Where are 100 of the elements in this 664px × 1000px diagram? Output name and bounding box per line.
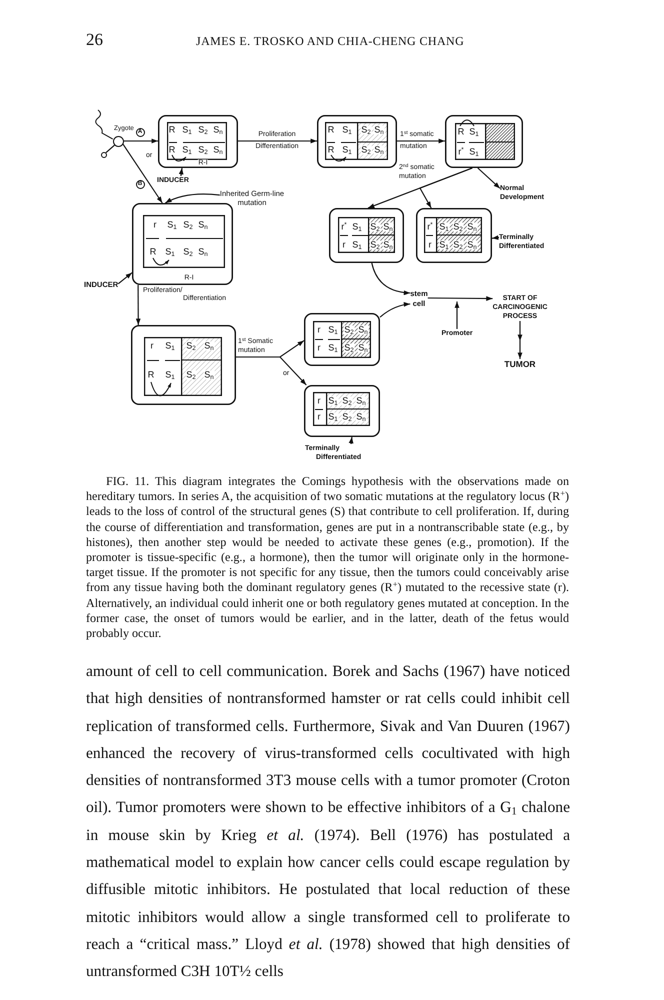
gene-label: S$_{1}$ [328, 412, 338, 422]
body-text: amount of cell to cell communication. Borek and Sachs (1967) have noticed that high densities of nontransformed hamster or rat cells could inhibit cell replication of transformed cells. Furthermore, Sivak and Van Duuren (1967) enhanced the recovery of virus-transformed cells cocultivated with high densities of nontransformed 3T3 mouse cells with a tumor promoter (Croton oil). Tumor promoters were shown to be effective inhibitors of a G$_{1}$ chalone in mouse skin by Krieg et al. (1974). Bell (1976) has postulated a mathematical model to explain how cancer cells could escape regulation by diffusible mitotic inhibitors. He postulated that local reduction of these mitotic inhibitors would allow a single transformed cell to proliferate to reach a “critical mass.” Lloyd et al. (1978) showed that high densities of untransformed C3H 10T½ cells [86, 662, 570, 982]
gene-label: S$_{1}$ [342, 146, 352, 154]
gene-label: S$_{2}$ [342, 396, 352, 406]
gene-label: S$_{2}$ [198, 126, 208, 134]
cell-box [158, 115, 238, 168]
gene-label: r [428, 240, 432, 250]
gene-label: R [149, 248, 157, 256]
arrow [380, 302, 410, 318]
gene-label: S$_{1}$ [164, 248, 176, 256]
gene-label: r$^{*}$ [340, 222, 348, 232]
gene-label: S$_{2}$ [198, 146, 208, 154]
arrow [454, 302, 460, 329]
arrow [428, 296, 493, 301]
gene-label: S$_{2}$ [370, 222, 380, 232]
gene-label: S$_{1}$ [182, 126, 192, 134]
gene-label: R [327, 146, 335, 154]
gene-label: S$_{1}$ [468, 128, 480, 136]
arrow [124, 138, 158, 144]
arrow [236, 356, 307, 386]
cell-box [131, 325, 236, 405]
gene-label: S$_{2}$ [186, 370, 196, 380]
gene-label: S$_{2}$ [370, 240, 380, 250]
arrow [348, 436, 354, 444]
gene-label: R [457, 128, 465, 136]
gene-label: S$_{n}$ [374, 126, 384, 134]
gene-label: S$_{n}$ [356, 412, 366, 422]
arrow [419, 167, 472, 208]
cell-box [416, 208, 492, 263]
gene-label: S$_{n}$ [198, 248, 208, 256]
arrow [136, 285, 141, 325]
gene-label: S$_{n}$ [466, 222, 478, 232]
gene-label: S$_{n}$ [374, 146, 384, 154]
arrow [165, 194, 220, 204]
gene-label: S$_{1}$ [342, 126, 352, 134]
gene-label: r [317, 326, 321, 334]
gene-label: S$_{2}$ [344, 326, 354, 334]
arrow [518, 321, 522, 359]
gene-label: S$_{1}$ [438, 222, 450, 232]
running-head: JAMES E. TROSKO AND CHIA-CHENG CHANG [196, 34, 464, 48]
gene-label: r [150, 342, 154, 350]
gene-label: S$_{1}$ [328, 344, 338, 352]
gene-label: S$_{2}$ [452, 222, 464, 232]
gene-label: S$_{2}$ [182, 220, 194, 230]
gene-label: r [153, 220, 157, 230]
gene-label: S$_{n}$ [382, 240, 394, 250]
cell-box [304, 313, 380, 366]
gene-label: S$_{n}$ [358, 344, 368, 352]
gene-label: S$_{2}$ [452, 240, 464, 250]
cell-box [445, 115, 523, 168]
gene-label: R [168, 146, 176, 154]
gene-label: r [317, 396, 321, 406]
small-circle [101, 152, 107, 158]
gene-label: S$_{1}$ [468, 148, 480, 156]
arrow [397, 138, 445, 144]
gene-label: S$_{2}$ [360, 146, 372, 154]
arrow [371, 262, 410, 295]
connector-line [106, 144, 115, 154]
gene-label: S$_{n}$ [382, 222, 394, 232]
arrow [122, 144, 163, 204]
arrow [118, 272, 132, 284]
gene-label: R [147, 370, 155, 380]
page-number: 26 [86, 30, 103, 49]
gene-label: r$^{*}$ [458, 148, 464, 156]
gene-label: R [327, 126, 335, 134]
figure-caption: FIG. 11. This diagram integrates the Comings hypothesis with the observations made on hereditary tumors. In series A, the acquisition of two somatic mutations at the regulatory locus (R$^{+}$) leads to the loss of control of the structural genes (S) that contribute to cell proliferation. If, during the course of differentiation and transformation, genes are put in a nontranscribable state (e.g., by histones), then another step would be needed to activate these genes (e.g., promotion). If the promoter is tissue-specific (e.g., a hormone), then the tumor will originate only in the hormone-target tissue. If the promoter is not specific for any tissue, then the tumors could conceivably arise from any tissue having both the dominant regulatory genes (R$^{+}$) mutated to the recessive state (r). Alternatively, an individual could inherit one or both regulatory genes mutated at conception. In the former case, the onset of tumors would be earlier, and in the latter, death of the fetus would probably occur. [86, 474, 569, 642]
gene-label: S$_{1}$ [438, 240, 450, 250]
gene-label: S$_{n}$ [204, 370, 214, 380]
tumor-label: TUMOR [504, 359, 536, 370]
gene-label: S$_{1}$ [166, 220, 178, 230]
arrow [178, 168, 184, 176]
gene-label: r$^{*}$ [426, 222, 434, 232]
gene-label: S$_{2}$ [342, 412, 352, 422]
gene-label: S$_{1}$ [352, 222, 362, 232]
cell-box [304, 385, 380, 437]
gene-label: S$_{n}$ [212, 126, 224, 134]
gene-label: S$_{n}$ [212, 146, 224, 154]
arrow [477, 168, 500, 189]
gene-label: r [342, 240, 346, 250]
gene-label: S$_{2}$ [182, 248, 194, 256]
gene-label: S$_{n}$ [356, 396, 366, 406]
cell-circle [112, 136, 124, 146]
gene-label: S$_{2}$ [344, 344, 354, 352]
gene-label: S$_{n}$ [204, 342, 214, 350]
gene-label: R [168, 126, 176, 134]
gene-label: S$_{1}$ [164, 342, 176, 350]
cell-box [317, 115, 397, 168]
gene-label: S$_{n}$ [358, 326, 368, 334]
gene-label: S$_{2}$ [186, 342, 196, 350]
cell-box [329, 208, 404, 263]
gene-label: S$_{1}$ [328, 326, 338, 334]
cell-box [132, 203, 233, 285]
gene-label: r [317, 344, 321, 352]
gene-label: S$_{1}$ [182, 146, 192, 154]
arrow [492, 235, 500, 240]
gene-label: S$_{2}$ [360, 126, 372, 134]
gene-label: S$_{n}$ [466, 240, 478, 250]
arrow [238, 138, 317, 144]
gene-label: S$_{1}$ [328, 396, 338, 406]
gene-label: S$_{n}$ [198, 220, 208, 230]
